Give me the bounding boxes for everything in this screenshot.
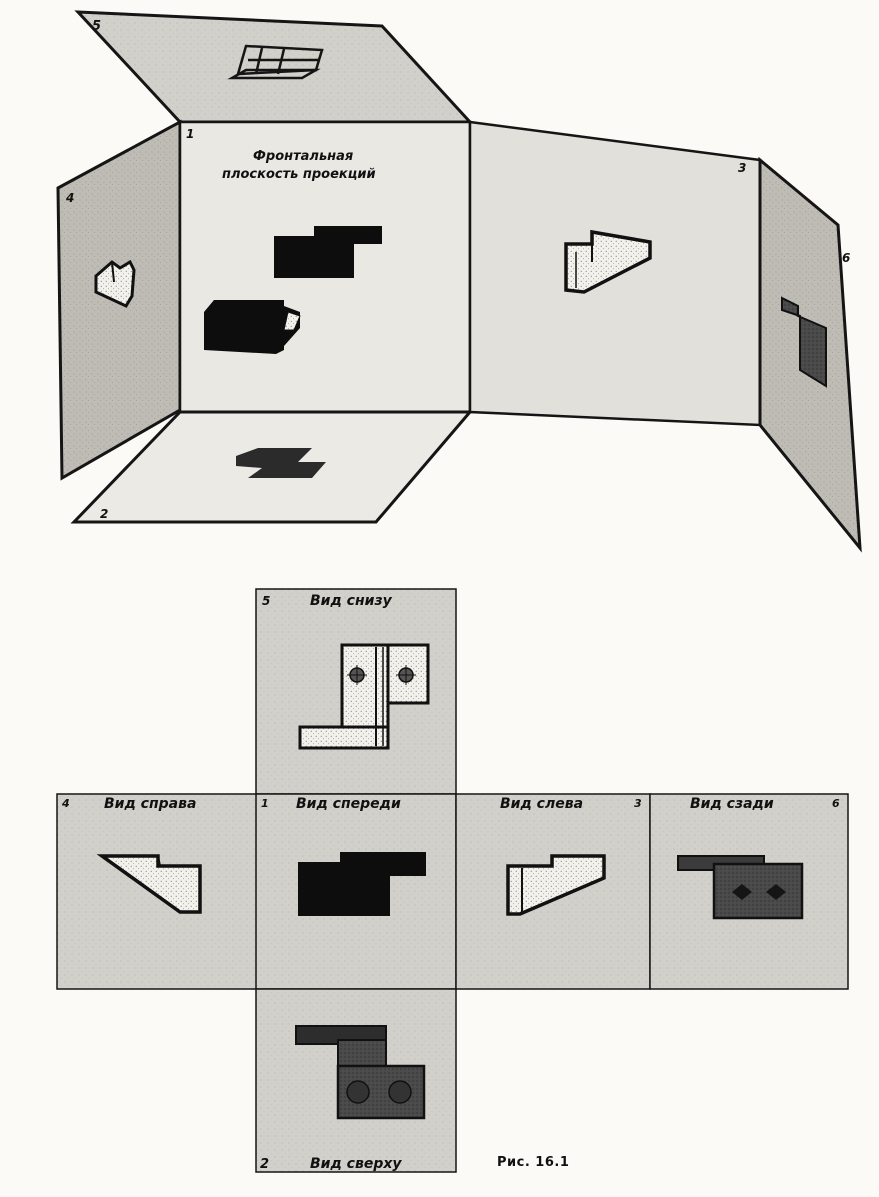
object-3d — [204, 300, 301, 354]
plane-number-4: 4 — [65, 191, 74, 205]
view-label-front: Вид спереди — [296, 796, 401, 812]
top-plane-5 — [74, 10, 474, 124]
figure-caption: Рис. 16.1 — [497, 1155, 570, 1170]
view-label-back: Вид сзади — [690, 796, 774, 812]
projection-net: 5 Вид снизу 4 Вид справа 1 Вид спереди В… — [56, 588, 849, 1173]
plane-number-1: 1 — [186, 127, 194, 141]
plane-number-5: 5 — [92, 19, 101, 34]
left-plane-projection — [564, 229, 652, 294]
view-number-3: 3 — [634, 797, 642, 810]
view-number-2: 2 — [260, 1157, 269, 1172]
view-number-4: 4 — [61, 797, 70, 810]
right-plane-projection — [94, 259, 136, 308]
plane-number-6: 6 — [842, 251, 850, 265]
bottom-plane-projection — [236, 448, 326, 478]
top-plane-projection — [227, 44, 324, 80]
view-label-bottom: Вид снизу — [310, 593, 393, 609]
projection-box-3d: 5 1 4 3 6 2 Фронтальная плоскость проекц… — [56, 10, 862, 553]
plane-number-2: 2 — [100, 507, 108, 521]
plane-number-3: 3 — [738, 161, 746, 175]
front-plane-title-line1: Фронтальная — [253, 149, 353, 164]
view-label-top: Вид сверху — [310, 1156, 402, 1172]
right-view-drawing — [96, 854, 202, 914]
view-number-5: 5 — [262, 594, 270, 608]
view-label-right: Вид справа — [104, 796, 196, 812]
front-plane-title-line2: плоскость проекций — [222, 167, 376, 182]
front-plane-projection — [274, 226, 382, 278]
bottom-view-drawing — [298, 643, 430, 750]
view-label-left: Вид слева — [500, 796, 583, 812]
back-plane-projection — [781, 296, 827, 388]
view-number-1: 1 — [261, 797, 269, 810]
view-number-6: 6 — [832, 797, 840, 810]
left-view-drawing — [506, 854, 606, 916]
front-view-drawing — [298, 852, 426, 916]
back-view-drawing — [677, 855, 804, 920]
top-view-drawing — [295, 1025, 426, 1120]
